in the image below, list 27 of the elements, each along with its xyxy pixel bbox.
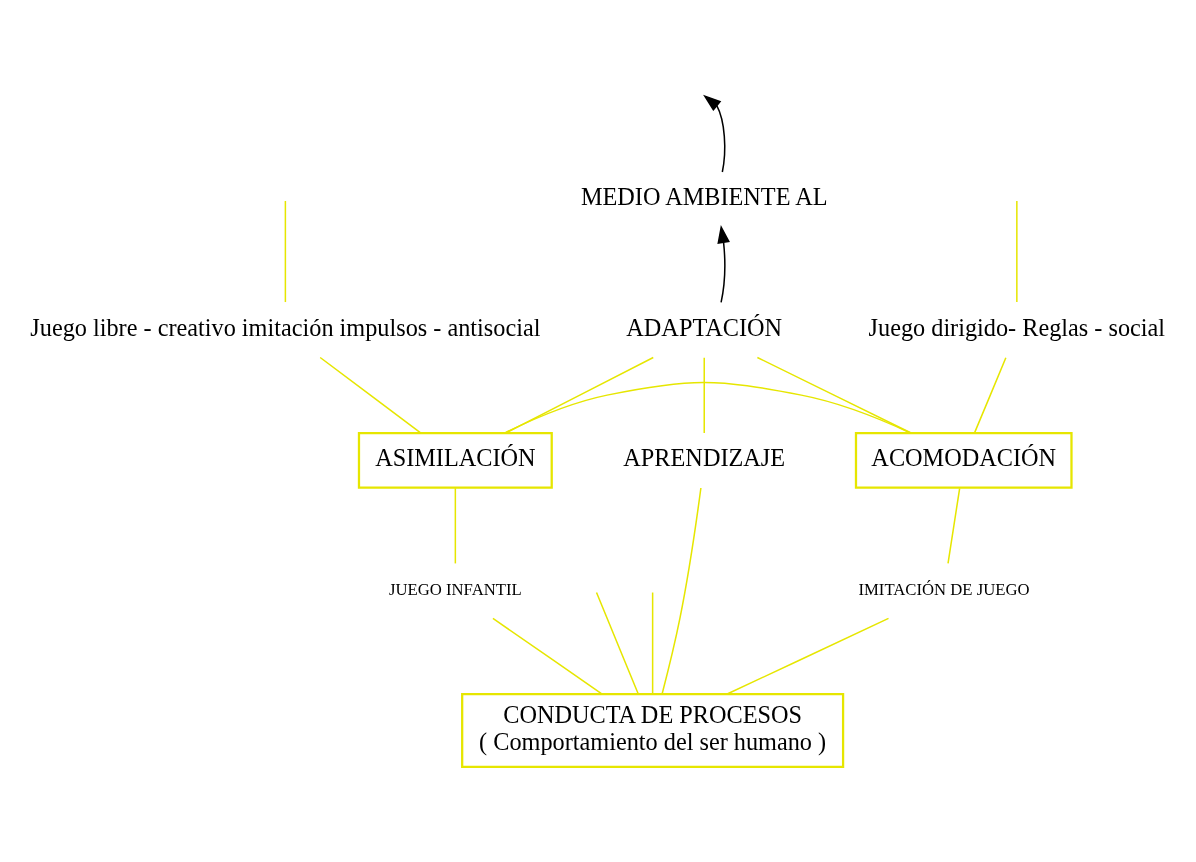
- node-text: ADAPTACIÓN: [626, 313, 783, 341]
- arrow: [703, 94, 726, 173]
- connector: [661, 487, 702, 695]
- connector: [492, 617, 603, 695]
- connector: [651, 591, 654, 695]
- node-text: APRENDIZAJE: [623, 444, 786, 472]
- connector: [454, 487, 457, 565]
- connector: [504, 381, 912, 434]
- arrow: [717, 225, 730, 304]
- connector: [319, 356, 422, 434]
- connector: [973, 357, 1007, 434]
- connector: [756, 356, 912, 434]
- node-text: Juego libre - creativo imitación impulsos - antisocial: [30, 313, 541, 341]
- node-text: MEDIO AMBIENTE AL: [580, 183, 828, 211]
- connector: [1016, 200, 1018, 303]
- connector: [595, 591, 640, 695]
- connector: [703, 357, 705, 434]
- connector: [284, 200, 287, 303]
- connector: [947, 487, 961, 565]
- node-box: ACOMODACIÓN: [854, 431, 1073, 489]
- connector: [505, 356, 655, 434]
- node-box: ASIMILACIÓN: [357, 431, 553, 489]
- connector: [726, 617, 890, 695]
- node-text: IMITACIÓN DE JUEGO: [858, 580, 1030, 600]
- node-box: CONDUCTA DE PROCESOS ( Comportamiento del ser humano ): [461, 692, 845, 769]
- node-text: JUEGO INFANTIL: [388, 580, 522, 600]
- node-text: Juego dirigido- Reglas - social: [868, 313, 1166, 341]
